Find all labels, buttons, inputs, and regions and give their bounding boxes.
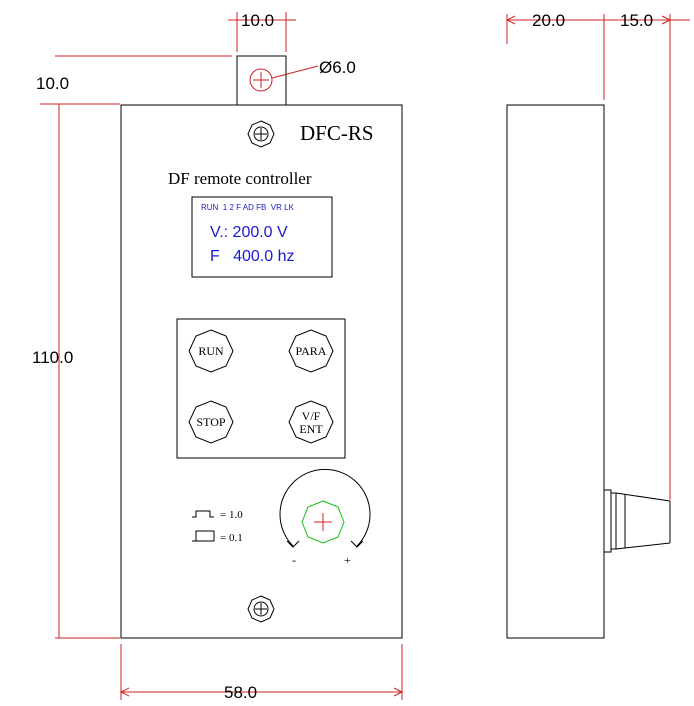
lcd-frequency-line: F 400.0 hz [210,248,295,265]
tab-height-dimension [40,55,232,105]
rotary-knob[interactable] [279,468,371,548]
knob-minus-label: - [292,553,296,567]
mounting-tab [236,55,287,106]
run-button-label: RUN [198,344,224,358]
tab-height-value: 10.0 [36,74,69,93]
para-button[interactable]: PARA [288,329,334,373]
hole-diameter-value: Ø6.0 [319,58,356,77]
para-button-label: PARA [296,344,327,358]
keypad-panel [176,318,346,459]
stop-button[interactable]: STOP [188,400,234,444]
bottom-screw-icon [247,595,275,623]
coarse-step-label: = 1.0 [220,509,243,521]
body-width-dimension [119,644,404,700]
lcd-display [191,196,333,278]
lcd-voltage-line: V.: 200.0 V [210,224,288,241]
tab-width-dimension [228,12,296,52]
knob-plus-label: + [344,553,351,567]
body-width-value: 58.0 [224,683,257,702]
fine-step-label: = 0.1 [220,532,243,544]
lcd-status-row: RUN 1 2 F AD FB VR LK [201,203,295,212]
connector-length-value: 15.0 [620,11,653,30]
side-depth-dimension [505,14,605,100]
tab-hole-icon [249,68,273,92]
coarse-step-symbol-icon [192,510,214,518]
side-connector [603,489,671,553]
side-depth-value: 20.0 [532,11,565,30]
model-label: DFC-RS [300,121,374,145]
body-height-dimension [55,104,120,639]
tab-width-value: 10.0 [241,11,274,30]
side-body-outline [506,104,605,639]
subtitle-label: DF remote controller [168,169,312,188]
connector-length-dimension [604,14,690,500]
hole-diameter-leader [271,65,319,79]
top-screw-icon [247,120,275,148]
run-button[interactable]: RUN [188,329,234,373]
vf-ent-button[interactable]: V/F ENT [288,400,334,444]
fine-step-symbol-icon [192,530,215,542]
stop-button-label: STOP [196,415,225,429]
vf-ent-button-label-top: V/F [302,409,321,423]
body-height-value: 110.0 [32,348,73,367]
vf-ent-button-label-bottom: ENT [299,422,323,436]
